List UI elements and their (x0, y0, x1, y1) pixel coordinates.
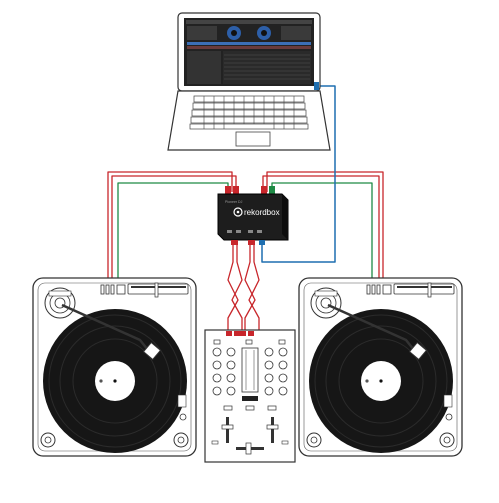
green-ground-cable-left (117, 182, 229, 280)
right-turntable-icon (298, 277, 463, 457)
laptop-icon (167, 12, 331, 151)
red-cable-left-turntable (107, 171, 233, 280)
red-cable-mixer-ch1-b (231, 244, 243, 332)
dj-mixer-icon (204, 329, 296, 463)
laptop-keyboard (189, 95, 309, 130)
red-cable-right-turntable (266, 171, 384, 280)
audio-interface-icon: rekordbox Pioneer DJ (217, 186, 289, 245)
left-turntable-icon (32, 277, 197, 457)
mixer-channel-faders (221, 417, 279, 443)
laptop-trackpad (235, 131, 271, 147)
red-cable-mixer-ch1 (227, 244, 239, 332)
mixer-level-meter (241, 347, 259, 393)
red-cable-mixer-ch2 (244, 244, 256, 332)
laptop-usb-port (314, 82, 319, 90)
interface-brand-label: rekordbox (244, 208, 280, 217)
blue-usb-cable (261, 85, 336, 263)
rekordbox-logo-icon (233, 207, 243, 217)
red-cable-right-turntable-2 (262, 175, 380, 280)
interface-model-label: Pioneer DJ (225, 200, 243, 204)
red-cable-mixer-ch2-b (248, 244, 260, 332)
red-cable-left-turntable-2 (111, 175, 237, 280)
